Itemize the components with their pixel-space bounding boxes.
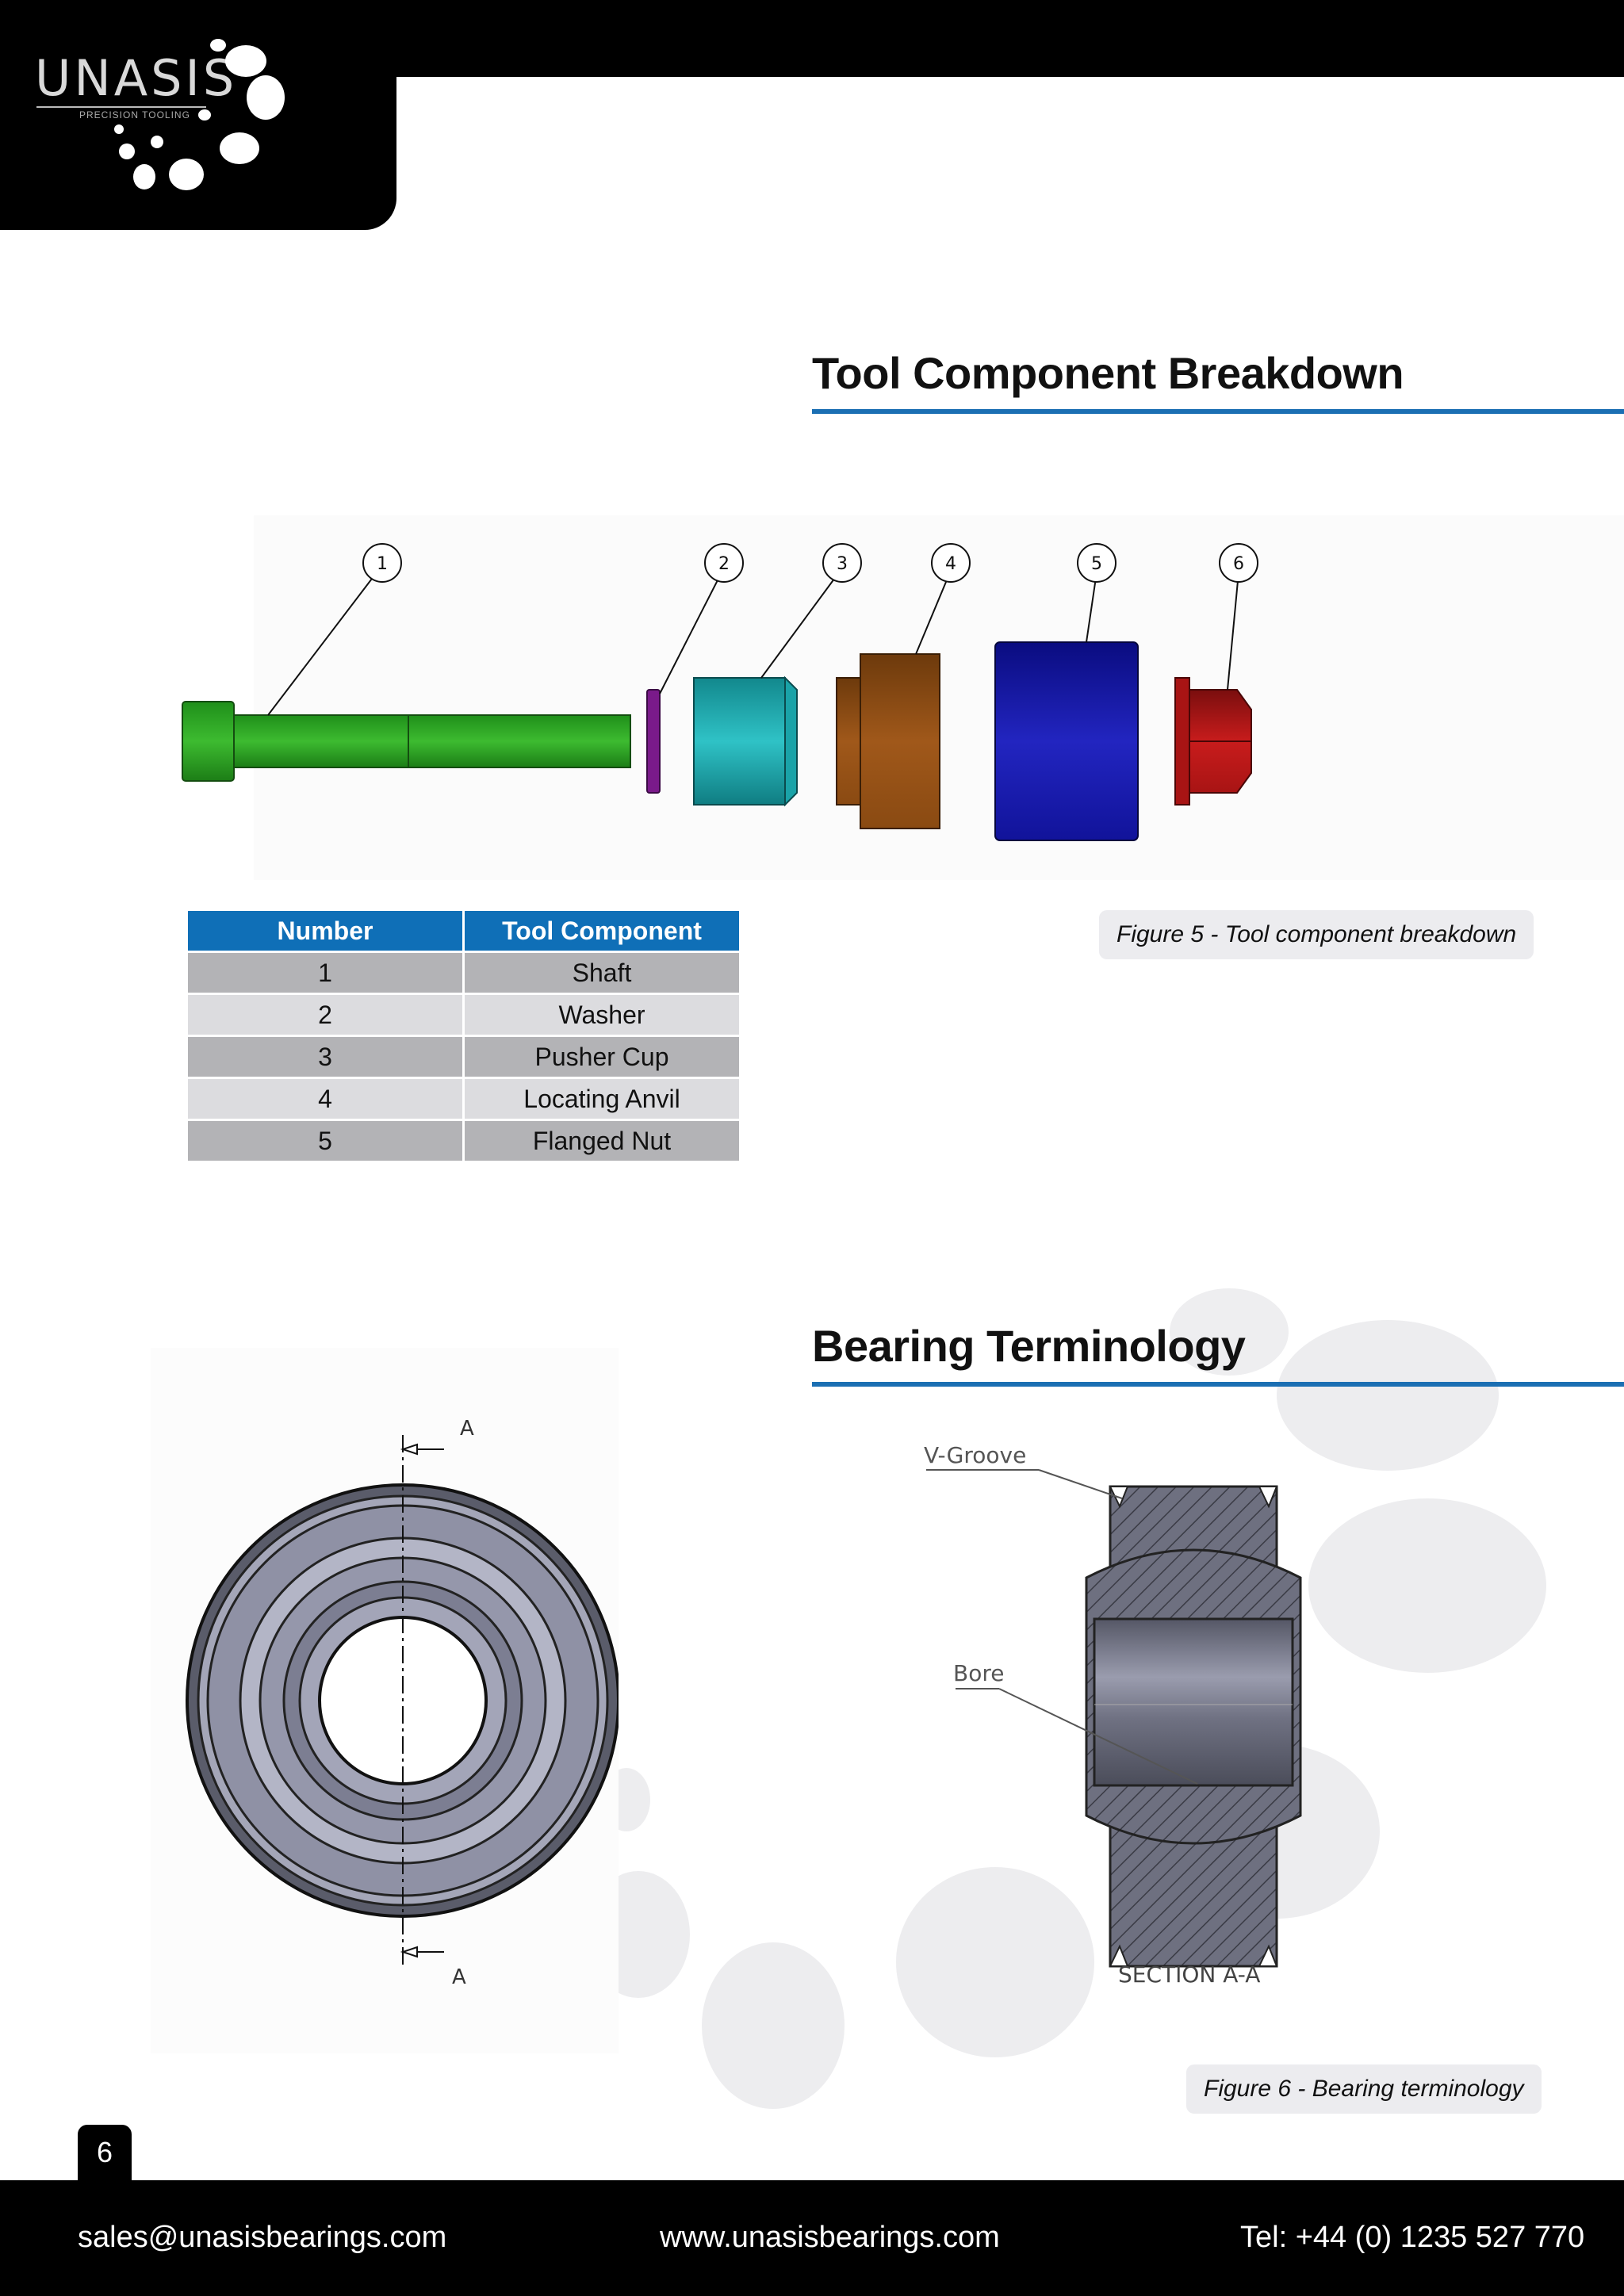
section-marker-top: A	[460, 1417, 474, 1441]
table-header-component: Tool Component	[465, 911, 739, 951]
table-cell: 4	[188, 1079, 462, 1119]
washer-part	[646, 689, 661, 794]
section-title-bearing-terminology: Bearing Terminology	[812, 1321, 1246, 1371]
figure-5-caption: Figure 5 - Tool component breakdown	[1099, 910, 1534, 959]
table-row: 3 Pusher Cup	[188, 1037, 739, 1077]
footer-email-link[interactable]: sales@unasisbearings.com	[78, 2221, 447, 2254]
pusher-cup-part	[693, 675, 798, 807]
v-groove-label: V-Groove	[924, 1442, 1026, 1468]
header-notch	[396, 77, 1624, 235]
flanged-nut-body-part	[994, 641, 1139, 841]
section-title-tool-components: Tool Component Breakdown	[812, 348, 1404, 398]
table-cell: 2	[188, 995, 462, 1035]
callout-2: 2	[718, 554, 730, 574]
brand-tagline: PRECISION TOOLING	[79, 109, 190, 121]
table-header-number: Number	[188, 911, 462, 951]
table-row: 5 Flanged Nut	[188, 1121, 739, 1161]
table-row: 1 Shaft	[188, 953, 739, 993]
section-rule	[812, 1382, 1624, 1387]
tool-exploded-diagram: 1 2 3 4 5 6	[182, 543, 1258, 841]
section-label: SECTION A-A	[1118, 1961, 1260, 1988]
callout-6: 6	[1233, 554, 1244, 574]
section-rule	[812, 409, 1624, 414]
footer-bar: sales@unasisbearings.com www.unasisbeari…	[0, 2180, 1624, 2296]
callout-3: 3	[837, 554, 848, 574]
table-cell: Flanged Nut	[465, 1121, 739, 1161]
brand-name: UNASIS	[35, 49, 238, 107]
table-cell: 5	[188, 1121, 462, 1161]
callout-5: 5	[1091, 554, 1102, 574]
footer-website-link[interactable]: www.unasisbearings.com	[660, 2221, 1000, 2254]
table-header-row: Number Tool Component	[188, 911, 739, 951]
bearing-section-view: V-Groove Bore SECTION A-A	[924, 1442, 1302, 1988]
footer-phone: Tel: +44 (0) 1235 527 770	[1240, 2221, 1585, 2254]
bearing-front-view: A A	[186, 1417, 619, 1989]
table-row: 4 Locating Anvil	[188, 1079, 739, 1119]
table-cell: Locating Anvil	[465, 1079, 739, 1119]
callout-4: 4	[945, 554, 956, 574]
table-cell: 3	[188, 1037, 462, 1077]
nut-part	[1174, 677, 1252, 806]
logo-underline	[36, 106, 206, 108]
shaft-part	[182, 701, 631, 782]
bore-label: Bore	[953, 1660, 1004, 1686]
component-table: Number Tool Component 1 Shaft 2 Washer 3…	[186, 909, 741, 1163]
table-cell: 1	[188, 953, 462, 993]
section-marker-bottom: A	[452, 1965, 466, 1989]
page-number: 6	[78, 2125, 132, 2180]
callout-1: 1	[377, 554, 388, 574]
table-row: 2 Washer	[188, 995, 739, 1035]
table-cell: Shaft	[465, 953, 739, 993]
logo-dots-icon	[114, 39, 285, 190]
figure-6-caption: Figure 6 - Bearing terminology	[1186, 2064, 1542, 2114]
locating-anvil-part	[836, 653, 940, 829]
table-cell: Pusher Cup	[465, 1037, 739, 1077]
table-cell: Washer	[465, 995, 739, 1035]
